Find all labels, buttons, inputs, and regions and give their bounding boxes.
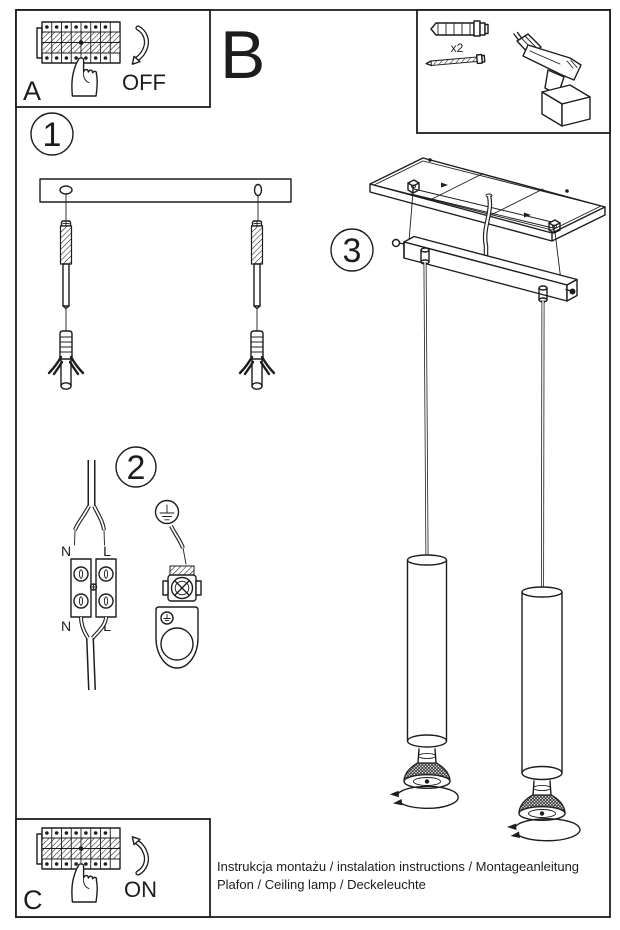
suspension-cord-right [554, 231, 562, 282]
breaker-panel-icon-c [35, 826, 122, 871]
canopy-plate-drawing [155, 606, 199, 669]
pendant-cords [423, 261, 545, 590]
step-1-section: 1 [30, 112, 292, 391]
feed-cable-drawing [482, 195, 493, 256]
screw-anchor-right [238, 219, 276, 391]
box-c-label: C [23, 885, 43, 915]
rotation-arrow-right [507, 818, 581, 842]
on-label: ON [124, 877, 157, 902]
step-2-number: 2 [127, 449, 146, 487]
step-2-section: 2 N L N L [61, 446, 202, 691]
rotation-arrow-left [389, 785, 459, 810]
step-3-section: 3 [330, 157, 606, 842]
suspension-cord-left [408, 191, 414, 242]
power-off-panel: OFF A [15, 9, 211, 108]
cord-grommet-left [420, 247, 430, 265]
mains-cable-drawing [73, 460, 106, 546]
footer-line1: Instrukcja montażu / instalation instruc… [217, 859, 579, 874]
wire-label-n-out: N [61, 618, 71, 634]
earth-wire-drawing [169, 525, 187, 565]
step-2-badge [115, 446, 157, 488]
step-1-number: 1 [43, 116, 62, 154]
step-3-badge [330, 228, 374, 272]
pendant-tube-left [406, 554, 448, 748]
gu10-bulb-left [403, 748, 451, 790]
footer: Instrukcja montażu / instalation instruc… [217, 859, 579, 892]
step-3-number: 3 [343, 232, 362, 270]
terminal-block-drawing [70, 558, 117, 618]
page-border [15, 9, 611, 918]
side-screw-right [569, 288, 576, 295]
wall-plug-icon [430, 20, 489, 37]
wire-label-n-in: N [61, 543, 71, 559]
cord-grommet-right [538, 285, 548, 303]
section-b-label: B [220, 17, 265, 93]
power-on-panel: ON C [15, 818, 211, 918]
breaker-panel-icon [35, 20, 122, 65]
footer-line2: Plafon / Ceiling lamp / Deckeleuchte [217, 877, 426, 892]
plug-count-label: x2 [451, 41, 464, 55]
tools-panel: x2 [416, 9, 611, 134]
lamp-cable-drawing [79, 616, 108, 691]
earth-terminal-drawing [162, 565, 202, 602]
drill-icon [513, 31, 591, 127]
step-1-badge [30, 112, 74, 156]
wire-label-l-out: L [103, 618, 111, 634]
canopy-bar-drawing [391, 235, 578, 303]
wire-label-l-in: L [103, 543, 111, 559]
pendant-tube-right [521, 586, 563, 781]
box-a-label: A [23, 76, 41, 106]
screw-anchor-left [47, 219, 85, 391]
gu10-bulb-right [518, 780, 566, 822]
earth-symbol-icon [154, 499, 180, 525]
screw-icon [425, 53, 486, 67]
mounting-bracket-drawing [39, 178, 292, 203]
off-label: OFF [122, 70, 166, 95]
side-screw-left [391, 238, 401, 248]
